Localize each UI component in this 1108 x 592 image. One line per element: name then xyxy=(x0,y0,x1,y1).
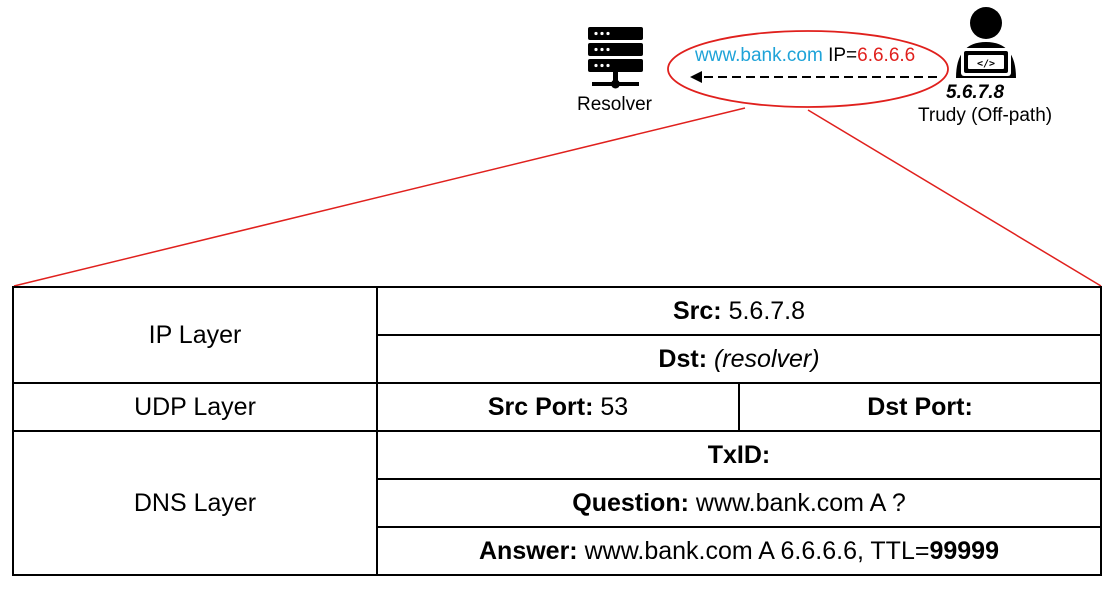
packet-table: IP Layer Src: 5.6.7.8 Dst: (resolver) UD… xyxy=(12,286,1102,576)
ip-dst-value: (resolver) xyxy=(713,344,820,373)
ip-src-value: 5.6.7.8 xyxy=(728,296,806,325)
dns-answer-row: Answer: www.bank.com A 6.6.6.6, TTL=9999… xyxy=(13,526,1102,576)
message-highlight-ellipse xyxy=(667,30,949,108)
udp-src-port-label: Src Port: xyxy=(487,392,594,421)
udp-src-port-value: 53 xyxy=(600,392,629,421)
udp-dst-port-label: Dst Port: xyxy=(867,392,973,421)
attacker-ip: 5.6.7.8 xyxy=(946,82,1005,103)
ip-layer-label: IP Layer xyxy=(12,286,378,384)
dns-answer-value: www.bank.com A 6.6.6.6, TTL= xyxy=(584,536,930,565)
udp-layer-label: UDP Layer xyxy=(12,382,378,432)
arrow-head xyxy=(690,71,702,83)
dns-layer-label: DNS Layer xyxy=(12,430,378,576)
message-domain: www.bank.com xyxy=(695,45,823,66)
udp-row: UDP Layer Src Port: 53 Dst Port: xyxy=(12,382,1102,432)
resolver-label: Resolver xyxy=(577,94,652,115)
ip-src-cell: Src: 5.6.7.8 xyxy=(376,286,1102,336)
dns-txid-row: DNS Layer TxID: xyxy=(12,430,1102,576)
dns-question-value: www.bank.com A ? xyxy=(695,488,906,517)
dns-answer-ttl: 99999 xyxy=(929,536,999,565)
udp-src-port-cell: Src Port: 53 xyxy=(376,382,740,432)
dns-question-label: Question: xyxy=(572,488,689,517)
hacker-laptop-icon: </> xyxy=(956,7,1016,78)
udp-dst-port-cell: Dst Port: xyxy=(738,382,1102,432)
ip-src-row: IP Layer Src: 5.6.7.8 xyxy=(12,286,1102,384)
dns-question-row: Question: www.bank.com A ? xyxy=(13,478,1102,528)
message-ip-value: 6.6.6.6 xyxy=(857,45,916,66)
dns-answer-cell: Answer: www.bank.com A 6.6.6.6, TTL=9999… xyxy=(376,526,1102,576)
ip-dst-cell: Dst: (resolver) xyxy=(376,334,1102,384)
dns-txid-cell: TxID: xyxy=(376,430,1102,480)
zoom-line-left xyxy=(13,107,746,287)
svg-text:</>: </> xyxy=(977,59,995,70)
spoofed-message: www.bank.com IP=6.6.6.6 xyxy=(695,45,915,67)
server-rack-icon xyxy=(588,27,643,89)
attacker-name: Trudy (Off-path) xyxy=(918,105,1053,126)
ip-src-label: Src: xyxy=(672,296,722,325)
zoom-line-right xyxy=(807,109,1102,287)
ip-dst-label: Dst: xyxy=(658,344,708,373)
dns-txid-label: TxID: xyxy=(707,440,771,469)
message-ip-prefix: IP= xyxy=(828,45,858,66)
ip-dst-row: Dst: (resolver) xyxy=(13,334,1102,384)
dns-answer-label: Answer: xyxy=(479,536,578,565)
dns-question-cell: Question: www.bank.com A ? xyxy=(376,478,1102,528)
